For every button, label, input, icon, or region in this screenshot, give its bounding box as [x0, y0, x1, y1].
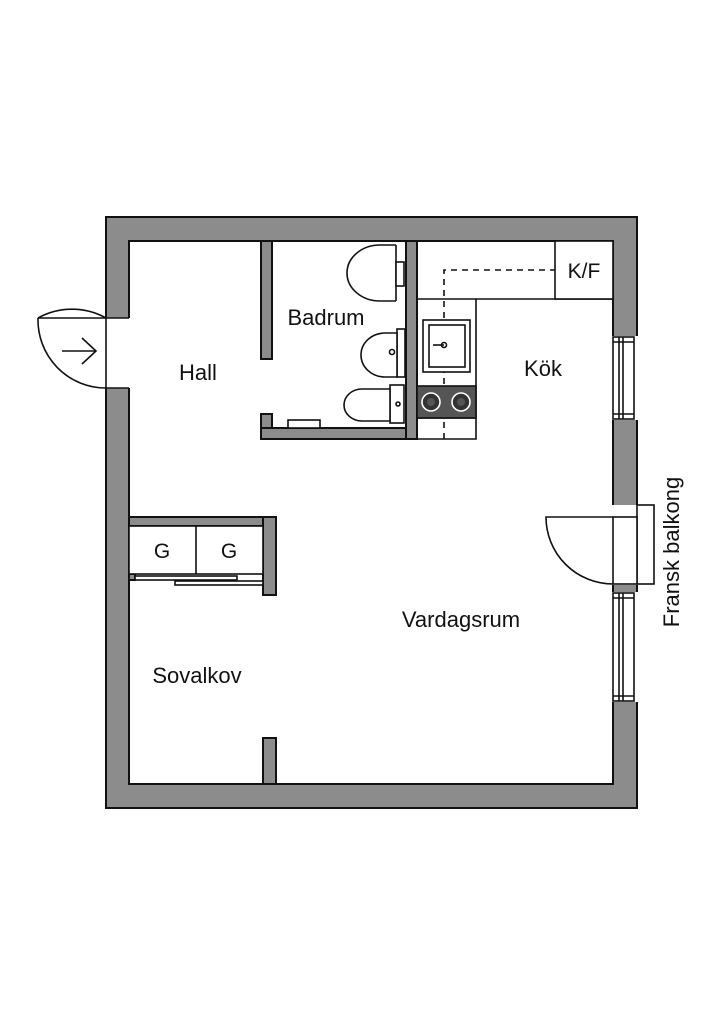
arrow-right-icon: [62, 337, 98, 365]
entrance-opening: [104, 318, 131, 388]
interior-walls: [128, 240, 418, 785]
room-label-hall: Hall: [179, 360, 217, 385]
balcony-door[interactable]: [545, 504, 655, 585]
room-label-kok: Kök: [524, 356, 563, 381]
window-lower: [612, 592, 635, 702]
sink-fixture-kitchen: [422, 319, 471, 373]
shower-fixture: [346, 244, 405, 302]
room-label-vardagsrum: Vardagsrum: [402, 607, 520, 632]
wardrobe-sliding-doors[interactable]: [134, 575, 264, 586]
sink-fixture-bathroom: [360, 328, 406, 378]
window-upper: [612, 336, 635, 420]
room-label-sovalkov: Sovalkov: [152, 663, 241, 688]
fridge-freezer: K/F: [554, 240, 614, 300]
fridge-freezer-label: K/F: [568, 260, 601, 283]
bathroom-door[interactable]: [287, 419, 321, 429]
stove-fixture: [416, 385, 477, 419]
wardrobe-unit: G G: [128, 525, 264, 575]
toilet-fixture: [343, 384, 405, 424]
entrance-door[interactable]: [37, 308, 107, 389]
room-label-badrum: Badrum: [287, 305, 364, 330]
balcony-label: Fransk balkong: [659, 477, 684, 627]
wardrobe-left-label: G: [154, 540, 170, 563]
wardrobe-right-label: G: [221, 540, 237, 563]
outer-walls: [105, 216, 638, 809]
